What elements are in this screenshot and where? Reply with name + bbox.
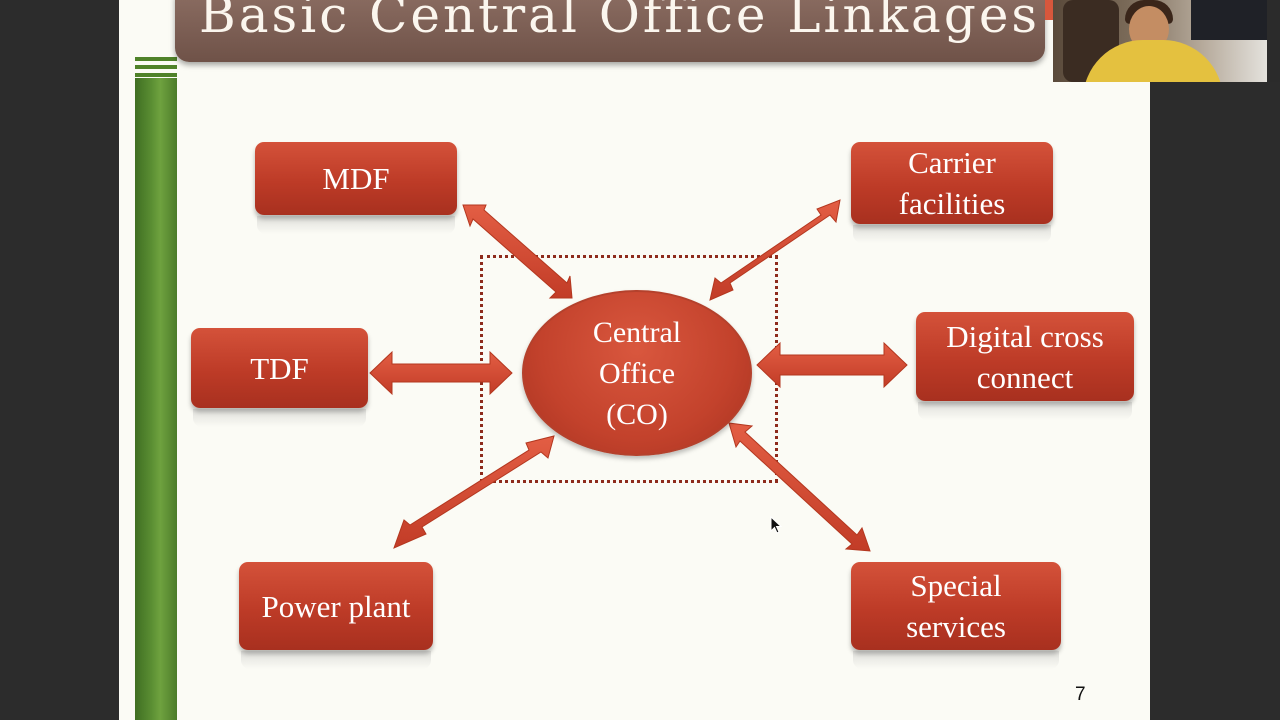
green-stripe — [135, 57, 177, 61]
node-power-label: Power plant — [261, 588, 411, 624]
arrow-carrier-co — [709, 199, 841, 301]
central-office-label: Central Office (CO) — [592, 315, 682, 431]
node-reflection — [918, 402, 1132, 420]
webcam-window — [1191, 0, 1267, 40]
node-mdf: MDF — [255, 142, 457, 215]
slide-title: Basic Central Office Linkages — [199, 0, 1041, 44]
node-dcc-label: Digital cross connect — [946, 318, 1104, 395]
node-tdf: TDF — [191, 328, 368, 408]
arrow-dcc-co — [756, 341, 908, 389]
node-special-label: Special services — [906, 568, 1006, 644]
node-carrier-label: Carrier facilities — [898, 145, 1006, 221]
left-frame — [0, 0, 119, 720]
node-power-plant: Power plant — [239, 562, 433, 650]
arrow-power-co — [393, 435, 555, 549]
green-sidebar — [135, 78, 177, 720]
mouse-pointer-icon — [770, 516, 783, 534]
node-reflection — [193, 409, 366, 427]
page-number: 7 — [1075, 684, 1086, 705]
node-special-services: Special services — [851, 562, 1061, 650]
title-bar — [175, 0, 1045, 62]
right-frame — [1150, 82, 1280, 720]
node-reflection — [241, 651, 431, 669]
node-reflection — [257, 216, 455, 234]
node-mdf-label: MDF — [322, 161, 390, 196]
presenter-webcam — [1053, 0, 1267, 82]
node-reflection — [853, 225, 1051, 243]
node-tdf-label: TDF — [250, 350, 309, 386]
arrow-special-co — [728, 422, 871, 552]
arrow-tdf-co — [369, 350, 513, 396]
arrow-mdf-co — [462, 204, 573, 299]
node-reflection — [853, 651, 1059, 669]
central-office-node: Central Office (CO) — [522, 290, 752, 456]
node-carrier-facilities: Carrier facilities — [851, 142, 1053, 224]
green-stripe — [135, 65, 177, 69]
green-stripe — [135, 73, 177, 77]
node-digital-cross-connect: Digital cross connect — [916, 312, 1134, 401]
